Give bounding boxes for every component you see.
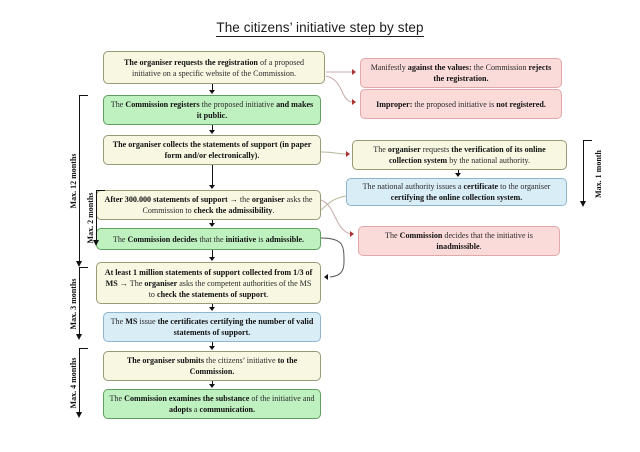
step-text: After 300.000 statements of support → th… xyxy=(104,195,313,215)
step-box-organiser-submits: The organiser submits the citizens’ init… xyxy=(103,351,321,381)
connector-3-4 xyxy=(212,165,213,185)
bracket-stem xyxy=(96,190,97,240)
step-text: The Commission examines the substance of… xyxy=(109,394,315,414)
connector-5-6 xyxy=(212,250,213,257)
bracket-stem xyxy=(79,95,80,261)
duration-label: Max. 2 months xyxy=(86,192,95,244)
arrow-8-9 xyxy=(209,384,215,388)
duration-label: Max. 12 months xyxy=(69,153,78,209)
arrowhead-against-the-values xyxy=(352,69,356,75)
step-text: At least 1 million statements of support… xyxy=(104,267,313,299)
step-box-collect-statements: The organiser collects the statements of… xyxy=(103,135,321,165)
duration-bracket-12-months: Max. 12 months xyxy=(69,95,89,267)
outcome-box-initiative-inadmissible: The Commission decides that the initiati… xyxy=(358,226,560,256)
outcome-box-improper: Improper: the proposed initiative is not… xyxy=(360,89,562,119)
bracket-cap xyxy=(79,95,88,96)
side-box-verification-online-system: The organiser requests the verification … xyxy=(352,140,567,170)
bracket-cap xyxy=(96,190,105,191)
outcome-text: Manifestly against the values: the Commi… xyxy=(370,63,552,83)
arrow-7-8 xyxy=(209,346,215,350)
bracket-stem xyxy=(583,140,584,201)
arrow-6-7 xyxy=(209,307,215,311)
duration-bracket-2-months: Max. 2 months xyxy=(86,190,106,246)
step-text: The MS issue the certificates certifying… xyxy=(110,317,314,337)
bracket-cap xyxy=(79,348,88,349)
connector-2-3 xyxy=(212,125,213,130)
connector-7-8 xyxy=(212,342,213,346)
arrow-2-3 xyxy=(209,130,215,134)
arrow-4-5 xyxy=(209,223,215,227)
bracket-stem xyxy=(79,348,80,412)
page-title: The citizens’ initiative step by step xyxy=(0,20,640,37)
connector-6-7 xyxy=(212,304,213,307)
connector-1-2 xyxy=(212,84,213,91)
step-text: The Commission decides that the initiati… xyxy=(112,234,305,244)
side-text: The organiser requests the verification … xyxy=(373,145,546,165)
duration-label: Max. 4 months xyxy=(69,357,78,409)
step-text: The organiser collects the statements of… xyxy=(112,140,312,160)
duration-label: Max. 3 months xyxy=(69,278,78,329)
side-text: The national authority issues a certific… xyxy=(362,182,551,202)
bracket-arrowhead xyxy=(75,334,82,340)
duration-bracket-3-months: Max. 3 months xyxy=(69,267,89,340)
step-text: The organiser submits the citizens’ init… xyxy=(126,356,298,376)
bracket-arrowhead xyxy=(75,412,82,418)
connector-side-verification-certificate xyxy=(458,170,459,173)
arrow-5-6 xyxy=(209,257,215,261)
connector-8-9 xyxy=(212,381,213,384)
outcome-text: The Commission decides that the initiati… xyxy=(385,231,533,251)
step-text: The organiser requests the registration … xyxy=(123,57,305,78)
side-box-national-authority-certificate: The national authority issues a certific… xyxy=(346,178,567,206)
arrow-side-verification-certificate xyxy=(455,173,461,177)
step-box-ms-issue-certificates: The MS issue the certificates certifying… xyxy=(103,312,321,342)
outcome-text: Improper: the proposed initiative is not… xyxy=(376,99,546,109)
bracket-stem xyxy=(79,267,80,334)
arrowhead-verification-online-system xyxy=(346,151,350,157)
page-title-text: The citizens’ initiative step by step xyxy=(216,20,424,37)
arrowhead-improper xyxy=(352,99,356,105)
step-box-request-registration: The organiser requests the registration … xyxy=(103,51,325,84)
arrow-3-4 xyxy=(209,185,215,189)
duration-bracket-1-month: Max. 1 month xyxy=(579,140,603,207)
arrowhead-loop-into-one-million xyxy=(324,274,328,280)
bracket-arrowhead xyxy=(579,201,586,207)
duration-label: Max. 1 month xyxy=(594,149,603,198)
arrowhead-inadmissible xyxy=(350,231,354,237)
bracket-arrowhead xyxy=(92,240,99,246)
connector-4-5 xyxy=(212,220,213,223)
step-box-commission-examines: The Commission examines the substance of… xyxy=(103,389,321,419)
duration-bracket-4-months: Max. 4 months xyxy=(69,348,89,418)
outcome-box-against-the-values: Manifestly against the values: the Commi… xyxy=(360,58,562,88)
step-box-one-million-statements: At least 1 million statements of support… xyxy=(96,262,321,304)
step-box-commission-registers: The Commission registers the proposed in… xyxy=(103,95,321,125)
arrow-1-2 xyxy=(209,90,215,94)
step-box-check-admissibility: After 300.000 statements of support → th… xyxy=(96,190,321,220)
bracket-cap xyxy=(583,140,592,141)
step-text: The Commission registers the proposed in… xyxy=(110,100,314,120)
bracket-cap xyxy=(79,267,88,268)
step-box-initiative-admissible: The Commission decides that the initiati… xyxy=(96,228,321,250)
bracket-arrowhead xyxy=(75,261,82,267)
